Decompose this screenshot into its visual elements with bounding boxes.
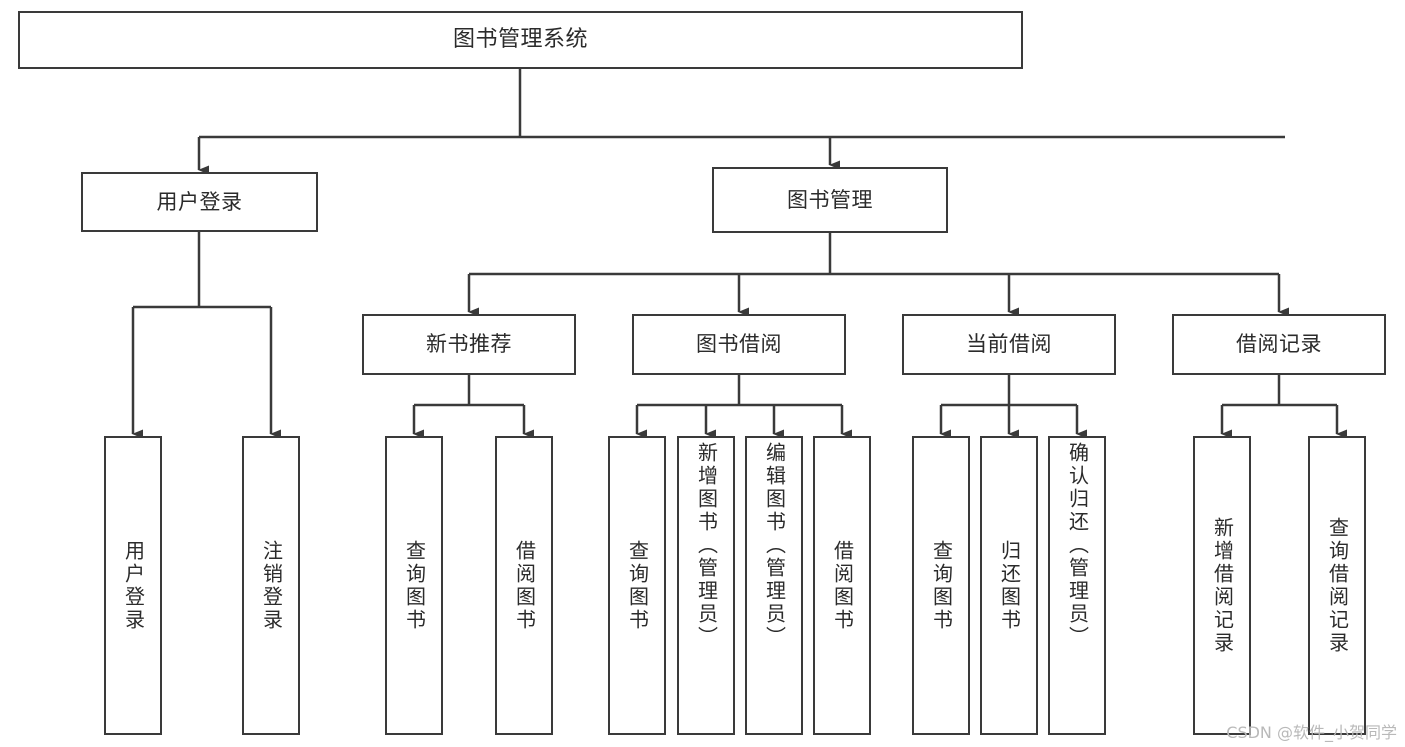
leaf-borrow-record-query-record[interactable]: 查询借阅记录 xyxy=(1308,436,1366,735)
node-label: 借阅图书 xyxy=(830,539,855,632)
node-label: 确认归还（管理员） xyxy=(1065,442,1090,649)
node-label: 当前借阅 xyxy=(966,332,1052,356)
node-label: 图书管理系统 xyxy=(452,27,588,52)
node-book-borrowing[interactable]: 图书借阅 xyxy=(632,314,846,375)
leaf-book-borrow-edit-book-admin[interactable]: 编辑图书（管理员） xyxy=(745,436,803,735)
leaf-current-borrow-query-book[interactable]: 查询图书 xyxy=(912,436,970,735)
node-label: 编辑图书（管理员） xyxy=(762,442,787,649)
node-root-book-management-system[interactable]: 图书管理系统 xyxy=(18,11,1023,69)
node-book-management[interactable]: 图书管理 xyxy=(712,167,948,233)
node-label: 借阅图书 xyxy=(512,539,537,632)
node-label: 查询图书 xyxy=(402,539,427,632)
node-borrowing-record[interactable]: 借阅记录 xyxy=(1172,314,1386,375)
node-label: 查询图书 xyxy=(625,539,650,632)
node-label: 注销登录 xyxy=(259,539,284,632)
leaf-new-book-borrow-book[interactable]: 借阅图书 xyxy=(495,436,553,735)
leaf-current-borrow-confirm-return-admin[interactable]: 确认归还（管理员） xyxy=(1048,436,1106,735)
node-label: 归还图书 xyxy=(997,539,1022,632)
leaf-book-borrow-add-book-admin[interactable]: 新增图书（管理员） xyxy=(677,436,735,735)
leaf-current-borrow-return-book[interactable]: 归还图书 xyxy=(980,436,1038,735)
csdn-watermark: CSDN @软件_小贺同学 xyxy=(1226,723,1397,742)
leaf-book-borrow-query-book[interactable]: 查询图书 xyxy=(608,436,666,735)
leaf-user-login-logout[interactable]: 注销登录 xyxy=(242,436,300,735)
leaf-new-book-query-book[interactable]: 查询图书 xyxy=(385,436,443,735)
leaf-book-borrow-borrow-book[interactable]: 借阅图书 xyxy=(813,436,871,735)
node-label: 图书借阅 xyxy=(696,332,782,356)
node-label: 查询借阅记录 xyxy=(1325,516,1350,655)
node-label: 图书管理 xyxy=(787,187,873,212)
node-label: 用户登录 xyxy=(121,539,146,632)
node-new-book-recommendation[interactable]: 新书推荐 xyxy=(362,314,576,375)
node-label: 新增借阅记录 xyxy=(1210,516,1235,655)
node-current-borrowing[interactable]: 当前借阅 xyxy=(902,314,1116,375)
node-label: 新增图书（管理员） xyxy=(694,442,719,649)
node-label: 查询图书 xyxy=(929,539,954,632)
node-user-login[interactable]: 用户登录 xyxy=(81,172,318,232)
node-label: 新书推荐 xyxy=(426,332,512,356)
leaf-user-login-login[interactable]: 用户登录 xyxy=(104,436,162,735)
node-label: 用户登录 xyxy=(156,189,243,214)
leaf-borrow-record-add-record[interactable]: 新增借阅记录 xyxy=(1193,436,1251,735)
node-label: 借阅记录 xyxy=(1236,332,1322,356)
